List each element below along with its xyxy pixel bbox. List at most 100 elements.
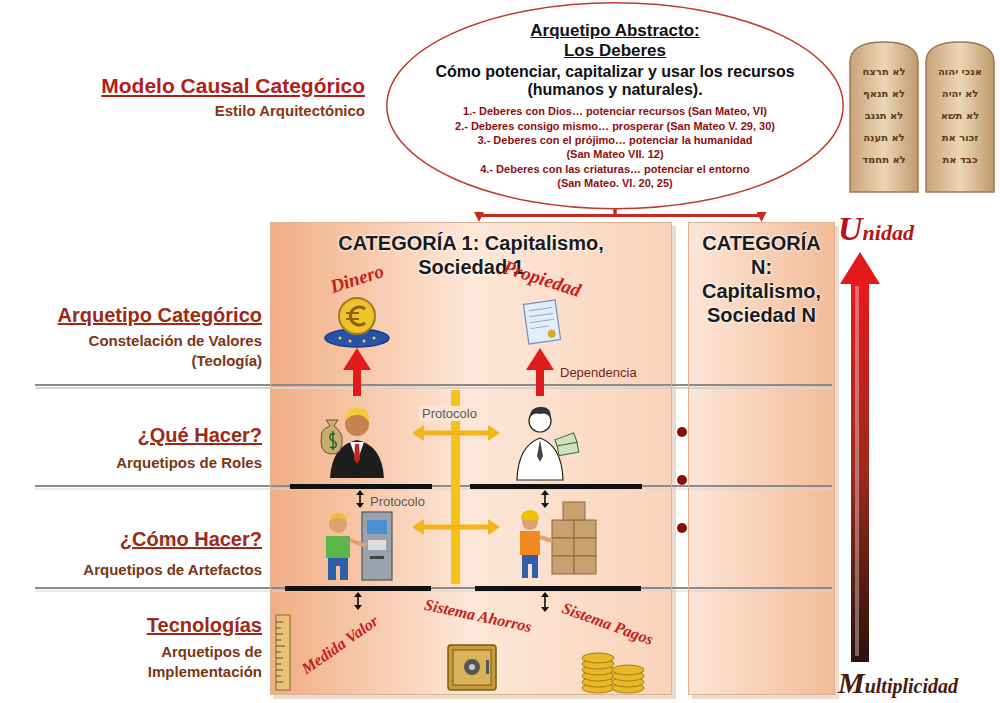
level-divider <box>35 587 832 589</box>
owner-figure <box>557 442 578 455</box>
level-divider <box>35 489 832 490</box>
tablet-text: לא תענה <box>853 132 915 144</box>
banker-figure <box>321 420 342 454</box>
label-holder: לא תענה <box>853 132 915 144</box>
bus-bar <box>285 484 642 591</box>
commandment-tablet <box>850 42 918 192</box>
continuation-dot <box>677 427 687 437</box>
banker-figure <box>354 444 360 464</box>
row-subheading: Arquetipos de Implementación <box>122 642 262 681</box>
panel-fill <box>270 222 835 695</box>
bus-bar <box>470 484 642 489</box>
tablet-text: זכור את <box>929 132 991 144</box>
certificate-icon <box>523 300 560 344</box>
protocol-arrow <box>420 525 492 530</box>
coins-icon <box>612 665 644 675</box>
unity-arrow <box>840 252 880 662</box>
label-holder: לא תגנב <box>853 110 915 122</box>
panel-heading: CATEGORÍA N: Capitalismo, Sociedad N <box>694 231 829 327</box>
continuation-dot <box>677 475 687 485</box>
label-holder: Constelación de Valores (Teología) <box>47 331 262 370</box>
dependency-arrow <box>343 348 371 370</box>
row-heading: Arquetipo Categórico <box>12 304 262 327</box>
tablet-text: לא תשא <box>929 110 991 122</box>
warehouse-figure <box>522 555 538 578</box>
euro-icon <box>325 298 389 347</box>
axis-label: Unidad <box>838 212 958 246</box>
row-subheading: Arquetipos de Roles <box>12 453 262 473</box>
commandment-tablet <box>926 42 994 192</box>
euro-icon <box>363 340 366 343</box>
atm-figure <box>328 558 348 580</box>
protocol-label: Protocolo <box>370 494 425 509</box>
label-holder: Arquetipos de Implementación <box>122 642 262 681</box>
atm-figure <box>362 512 392 580</box>
ellipse-heading: Arquetipo Abstracto: Los Deberes <box>515 21 715 60</box>
coins-icon <box>582 653 644 693</box>
tablet-text: לא יהיה <box>929 88 991 100</box>
label-holder: Tecnologías <box>12 614 262 637</box>
banker-figure <box>321 408 384 478</box>
ellipse-node: Arquetipo Abstracto: Los DeberesCómo pot… <box>385 1 845 210</box>
euro-icon <box>350 307 365 325</box>
euro-icon <box>349 340 352 343</box>
safe-icon <box>464 659 480 675</box>
axis-label: Multiplicidad <box>838 668 993 698</box>
label-holder: Modelo Causal Categórico <box>35 74 365 98</box>
label-holder: ¿Cómo Hacer? <box>12 528 262 551</box>
unity-arrow <box>840 252 880 284</box>
tablet-text: לא תחמד <box>853 154 915 166</box>
owner-figure <box>529 407 551 418</box>
duty-item: 4.- Deberes con las criaturas… potenciar… <box>471 163 759 191</box>
label-holder: Protocolo <box>419 404 499 422</box>
protocol-arrow <box>412 425 500 535</box>
connector-arrow <box>479 209 615 217</box>
certificate-icon <box>523 300 560 344</box>
protocol-arrow <box>420 431 492 436</box>
owner-figure <box>517 407 579 480</box>
safe-icon <box>453 650 491 685</box>
label-holder: Arquetipo Categórico <box>12 304 262 327</box>
tablet-text: לא תגנב <box>853 110 915 122</box>
warehouse-figure <box>552 556 574 574</box>
label-holder: לא תשא <box>929 110 991 122</box>
warehouse-figure <box>540 537 552 541</box>
dependency-arrow <box>343 348 554 396</box>
label-holder: לא תנאף <box>853 88 915 100</box>
label-holder: Multiplicidad <box>838 668 993 698</box>
safe-icon <box>486 660 489 674</box>
tablet-text: לא תרצח <box>853 66 915 78</box>
label-holder: לא תחמד <box>853 154 915 166</box>
duty-item: 1.- Deberes con Dios… potenciar recursos… <box>463 105 767 119</box>
warehouse-figure <box>552 520 574 538</box>
atm-figure <box>329 513 347 522</box>
row-subheading: Constelación de Valores (Teología) <box>47 331 262 370</box>
row-subheading: Arquetipos de Artefactos <box>12 560 262 580</box>
ruler-icon <box>276 615 290 690</box>
safe-icon <box>448 645 496 690</box>
bus-bar <box>285 586 431 591</box>
continuation-dot <box>677 427 687 533</box>
protocol-arrow <box>412 519 500 535</box>
warehouse-figure <box>563 502 585 520</box>
bus-bar <box>290 484 432 489</box>
protocol-label: Protocolo <box>419 406 480 421</box>
label-holder: לא תרצח <box>853 66 915 78</box>
connector-arrow <box>615 209 762 217</box>
dependency-arrow <box>526 348 554 370</box>
unity-arrow <box>855 286 859 656</box>
warehouse-figure <box>520 531 540 555</box>
label-holder: Unidad <box>838 212 958 246</box>
ellipse-subheading: Cómo potenciar, capitalizar y usar los r… <box>425 63 805 100</box>
category-panel: CATEGORÍA N: Capitalismo, Sociedad N <box>688 222 835 695</box>
relation-label: Dependencia <box>560 365 660 380</box>
banker-figure <box>345 408 369 422</box>
level-divider <box>35 387 832 389</box>
label-holder: אנכי יהוה <box>929 66 991 78</box>
label-holder: כבד את <box>929 154 991 166</box>
level-divider <box>35 485 832 487</box>
euro-icon <box>373 337 376 340</box>
panel-fill <box>688 222 835 695</box>
banker-figure <box>330 431 336 450</box>
